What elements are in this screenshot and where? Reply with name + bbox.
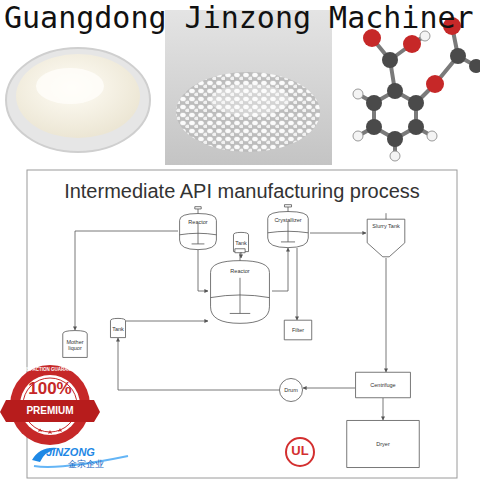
equipment-label: Filter <box>292 327 304 333</box>
seal-ring-text: SATISFACTION GUARANTEED <box>16 367 84 372</box>
ul-text: UL <box>286 443 314 458</box>
flow-line <box>310 233 366 234</box>
equipment-label: Tank <box>112 326 124 332</box>
flow-line <box>272 248 288 291</box>
reactor-outline <box>208 258 272 324</box>
molecule-model <box>358 26 476 156</box>
logo-chinese-text: 金宗企业 <box>68 458 104 471</box>
seal-ribbon-text: PREMIUM <box>6 405 94 416</box>
process-box: Filter <box>284 320 312 340</box>
tank-vessel: Mother liquor <box>62 330 88 358</box>
process-box: Centrifuge <box>355 372 411 398</box>
equipment-label: Dryer <box>376 441 389 447</box>
flow-line <box>118 338 279 390</box>
equipment-label: Slurry Tank <box>372 223 399 229</box>
process-box: Dryer <box>346 420 420 468</box>
crystal-granules <box>176 72 320 152</box>
flow-line <box>75 231 178 330</box>
ul-mark <box>286 438 314 466</box>
reactor-vessel: Reactor <box>178 212 218 250</box>
flow-line <box>126 321 208 322</box>
quality-seal <box>0 365 100 445</box>
reactor-vessel: Reactor <box>208 258 272 324</box>
slurry-tank-vessel: Slurry Tank <box>366 218 406 258</box>
equipment-label: Reactor <box>230 268 249 274</box>
seal-quality-text: QUALITY <box>20 423 80 429</box>
reactor-vessel: Crystallizer <box>266 210 310 248</box>
reactor-outline <box>266 210 310 248</box>
equipment-label: Tank <box>235 240 247 246</box>
flow-line <box>198 250 208 291</box>
equipment-label: Reactor <box>188 219 207 225</box>
equipment-label: Drum <box>284 387 297 393</box>
tank-vessel: Tank <box>110 318 126 338</box>
logo-text: JINZONG <box>46 446 95 458</box>
reactor-outline <box>178 212 218 250</box>
flow-line <box>297 248 298 320</box>
powder <box>16 54 140 138</box>
watermark-text: Guangdong Jinzong Machiner <box>4 0 474 35</box>
flow-line <box>383 398 384 420</box>
molecule-atoms <box>353 17 480 161</box>
drum-symbol: Drum <box>279 378 303 402</box>
equipment-label: Crystallizer <box>274 217 301 223</box>
diagram-frame <box>27 170 457 478</box>
equipment-label: Mother liquor <box>62 339 88 351</box>
diagram-title: Intermediate API manufacturing process <box>27 180 457 203</box>
equipment-label: Centrifuge <box>370 382 395 388</box>
flow-line <box>303 388 355 389</box>
seal-percent: 100% <box>20 379 80 399</box>
flow-line <box>386 258 387 372</box>
petri-dish <box>6 48 150 152</box>
